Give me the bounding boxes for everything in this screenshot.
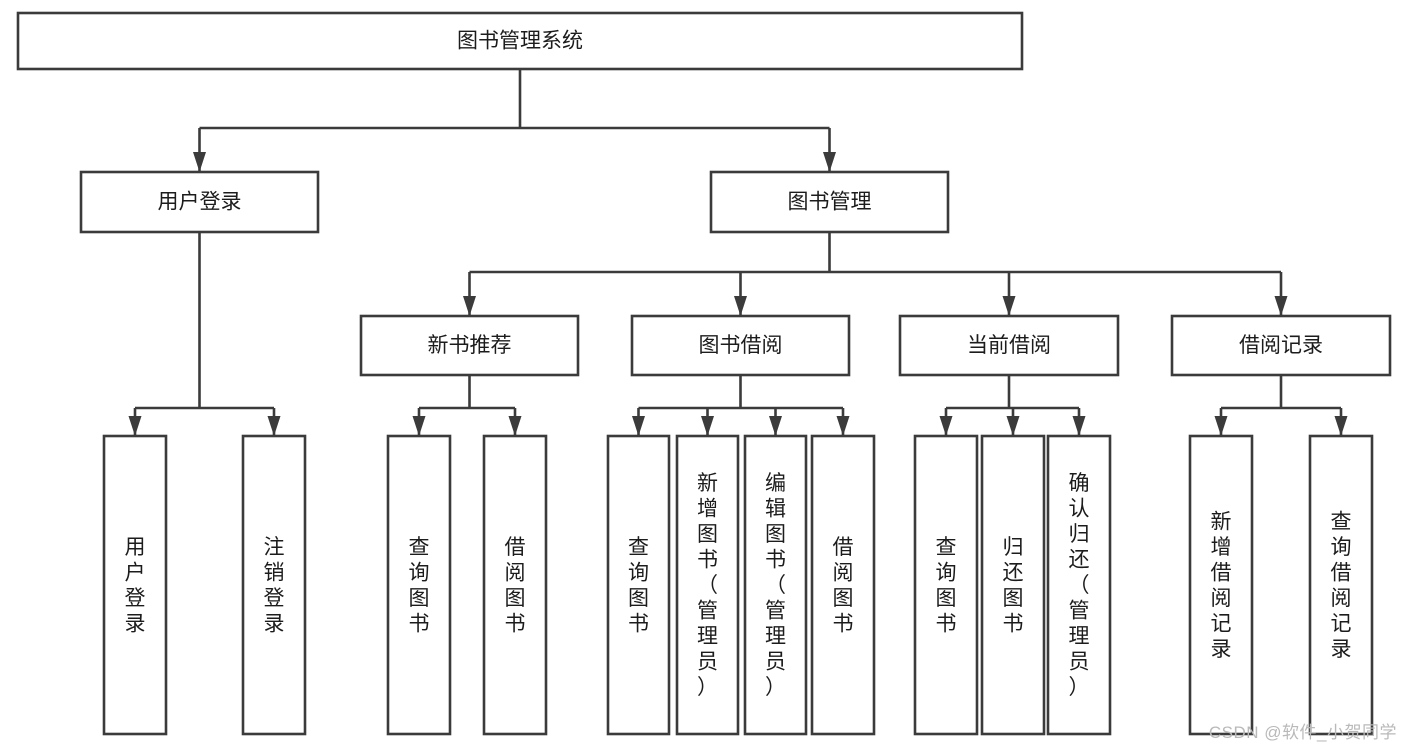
node-label: 当前借阅 [967, 334, 1051, 357]
node-确认归还管理员-leaf[interactable]: 确认归还（管理员） [1046, 434, 1112, 736]
node-box[interactable] [709, 170, 950, 234]
edge-arrowhead [1002, 296, 1016, 316]
node-box[interactable] [630, 314, 851, 377]
node-box[interactable] [359, 314, 580, 377]
node-借阅图书-leaf[interactable]: 借阅图书 [482, 434, 548, 736]
node-box[interactable] [810, 434, 876, 736]
node-box[interactable] [16, 11, 1024, 71]
edge-arrowhead [1334, 416, 1348, 436]
node-label: 查询图书 [409, 535, 430, 635]
edge-arrowhead [1274, 296, 1288, 316]
node-label: 借阅图书 [833, 535, 854, 635]
edge-arrowhead [632, 416, 645, 436]
node-box[interactable] [482, 434, 548, 736]
node-label: 新书推荐 [428, 334, 512, 357]
edge-group-node-当前借阅 [939, 375, 1086, 436]
edge-arrowhead [412, 416, 426, 436]
node-box[interactable] [1308, 434, 1374, 736]
node-label: 注销登录 [264, 535, 285, 635]
edge-arrowhead [508, 416, 522, 436]
node-图书管理系统[interactable]: 图书管理系统 [16, 11, 1024, 71]
node-label: 借阅记录 [1239, 334, 1323, 357]
edge-group-node-借阅记录 [1214, 375, 1348, 436]
node-label: 用户登录 [125, 535, 146, 635]
watermark-label: CSDN @软件_小贺同学 [1208, 723, 1397, 742]
node-用户登录[interactable]: 用户登录 [79, 170, 320, 234]
node-box[interactable] [1170, 314, 1392, 377]
node-归还图书-leaf[interactable]: 归还图书 [980, 434, 1046, 736]
node-查询图书-leaf[interactable]: 查询图书 [386, 434, 452, 736]
edge-arrowhead [463, 296, 476, 316]
node-label: 归还图书 [1003, 535, 1024, 635]
edge-group-node-图书管理 [463, 232, 1288, 316]
node-box[interactable] [913, 434, 979, 736]
node-借阅图书-leaf[interactable]: 借阅图书 [810, 434, 876, 736]
edge-group-node-图书借阅 [632, 375, 850, 436]
edge-arrowhead [193, 152, 206, 172]
node-box[interactable] [606, 434, 671, 736]
node-box[interactable] [386, 434, 452, 736]
edge-arrowhead [823, 152, 836, 172]
node-box[interactable] [675, 434, 740, 736]
edge-group-node-新书推荐 [412, 375, 522, 436]
node-新书推荐[interactable]: 新书推荐 [359, 314, 580, 377]
node-label: 确认归还（管理员） [1069, 472, 1090, 699]
edge-arrowhead [701, 416, 714, 436]
node-label: 新增借阅记录 [1211, 510, 1232, 661]
edge-arrowhead [836, 416, 850, 436]
edge-arrowhead [128, 416, 142, 436]
node-label: 图书管理系统 [457, 30, 583, 53]
node-借阅记录[interactable]: 借阅记录 [1170, 314, 1392, 377]
node-box[interactable] [743, 434, 808, 736]
edge-arrowhead [1072, 416, 1086, 436]
edge-arrowhead [267, 416, 281, 436]
node-当前借阅[interactable]: 当前借阅 [898, 314, 1120, 377]
node-label: 图书借阅 [699, 334, 783, 357]
node-box[interactable] [102, 434, 168, 736]
edge-arrowhead [734, 296, 747, 316]
node-label: 用户登录 [158, 191, 242, 214]
node-新增借阅记录-leaf[interactable]: 新增借阅记录 [1188, 434, 1254, 736]
node-label: 图书管理 [788, 191, 872, 214]
node-label: 查询图书 [936, 535, 957, 635]
connector-layer [128, 69, 1348, 436]
node-layer: 图书管理系统用户登录图书管理新书推荐图书借阅当前借阅借阅记录用户登录注销登录查询… [16, 11, 1392, 736]
node-查询借阅记录-leaf[interactable]: 查询借阅记录 [1308, 434, 1374, 736]
node-label: 查询图书 [628, 535, 649, 635]
node-查询图书-leaf[interactable]: 查询图书 [913, 434, 979, 736]
node-图书借阅[interactable]: 图书借阅 [630, 314, 851, 377]
node-用户登录-leaf[interactable]: 用户登录 [102, 434, 168, 736]
edge-arrowhead [1006, 416, 1020, 436]
edge-arrowhead [1214, 416, 1228, 436]
node-box[interactable] [241, 434, 307, 736]
node-图书管理[interactable]: 图书管理 [709, 170, 950, 234]
node-label: 借阅图书 [505, 535, 526, 635]
node-box[interactable] [980, 434, 1046, 736]
node-box[interactable] [898, 314, 1120, 377]
node-查询图书-leaf[interactable]: 查询图书 [606, 434, 671, 736]
node-label: 新增图书（管理员） [697, 472, 718, 699]
node-box[interactable] [1188, 434, 1254, 736]
node-编辑图书管理员-leaf[interactable]: 编辑图书（管理员） [743, 434, 808, 736]
node-label: 编辑图书（管理员） [765, 472, 786, 699]
node-新增图书管理员-leaf[interactable]: 新增图书（管理员） [675, 434, 740, 736]
edge-arrowhead [769, 416, 782, 436]
edge-group-node-图书管理系统 [193, 69, 836, 172]
edge-group-node-用户登录 [128, 232, 281, 436]
node-注销登录-leaf[interactable]: 注销登录 [241, 434, 307, 736]
node-label: 查询借阅记录 [1331, 510, 1352, 661]
node-box[interactable] [1046, 434, 1112, 736]
edge-arrowhead [939, 416, 953, 436]
node-box[interactable] [79, 170, 320, 234]
